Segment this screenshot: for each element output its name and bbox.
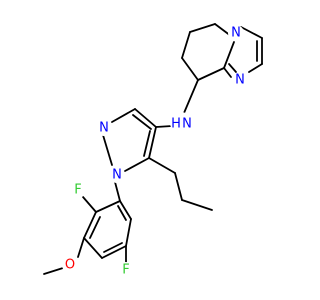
bond	[102, 134, 113, 166]
bond	[125, 218, 132, 247]
bond-lines	[43, 23, 263, 275]
bond	[240, 26, 263, 39]
bond	[174, 172, 183, 201]
atom-n-pyrazole-1: N	[109, 167, 125, 183]
atom-n-pyrazole-2: N	[96, 120, 112, 136]
bond	[43, 267, 64, 275]
bond	[148, 157, 176, 174]
bond	[197, 67, 225, 81]
bond	[132, 114, 152, 130]
bond	[228, 63, 237, 73]
atom-f-bottom: F	[118, 262, 134, 278]
bond	[77, 237, 85, 258]
atom-label: O	[65, 258, 75, 273]
atom-labels: N N H N N N F F O	[62, 25, 248, 278]
bond	[181, 57, 199, 81]
bond	[248, 63, 263, 73]
bond	[181, 31, 191, 59]
bond	[223, 67, 232, 78]
atom-label: N	[112, 168, 122, 183]
atom-label: N	[231, 26, 241, 41]
atom-label: F	[122, 263, 129, 278]
bond	[189, 23, 216, 33]
bond	[183, 79, 199, 114]
bond	[117, 205, 127, 221]
bond	[119, 200, 132, 220]
atom-nh-amine: H N	[170, 112, 192, 134]
atom-label: H	[171, 117, 181, 132]
bond	[82, 196, 97, 213]
atom-label: N	[235, 73, 245, 88]
bond	[134, 108, 157, 128]
bond	[101, 245, 127, 259]
bond	[89, 216, 101, 239]
atom-o-methoxy: O	[62, 257, 78, 273]
bond	[95, 200, 121, 213]
bond	[103, 242, 123, 253]
bond	[114, 181, 121, 202]
bond	[148, 126, 157, 159]
bond	[111, 108, 136, 123]
bond	[181, 199, 213, 211]
atom-n-imidazole-ring: N	[232, 72, 248, 88]
bond	[83, 237, 103, 259]
atom-n-imidazole-top: N	[228, 25, 244, 41]
atom-label: N	[99, 121, 109, 136]
bond	[223, 41, 235, 69]
bond	[143, 130, 151, 157]
atom-f-top: F	[70, 182, 86, 198]
bond	[155, 125, 173, 128]
bond	[124, 157, 150, 172]
bond	[83, 211, 97, 239]
molecule-structure-diagram: N N H N N N F F O	[43, 23, 263, 278]
atom-label: N	[182, 117, 192, 132]
atom-label: F	[74, 183, 81, 198]
